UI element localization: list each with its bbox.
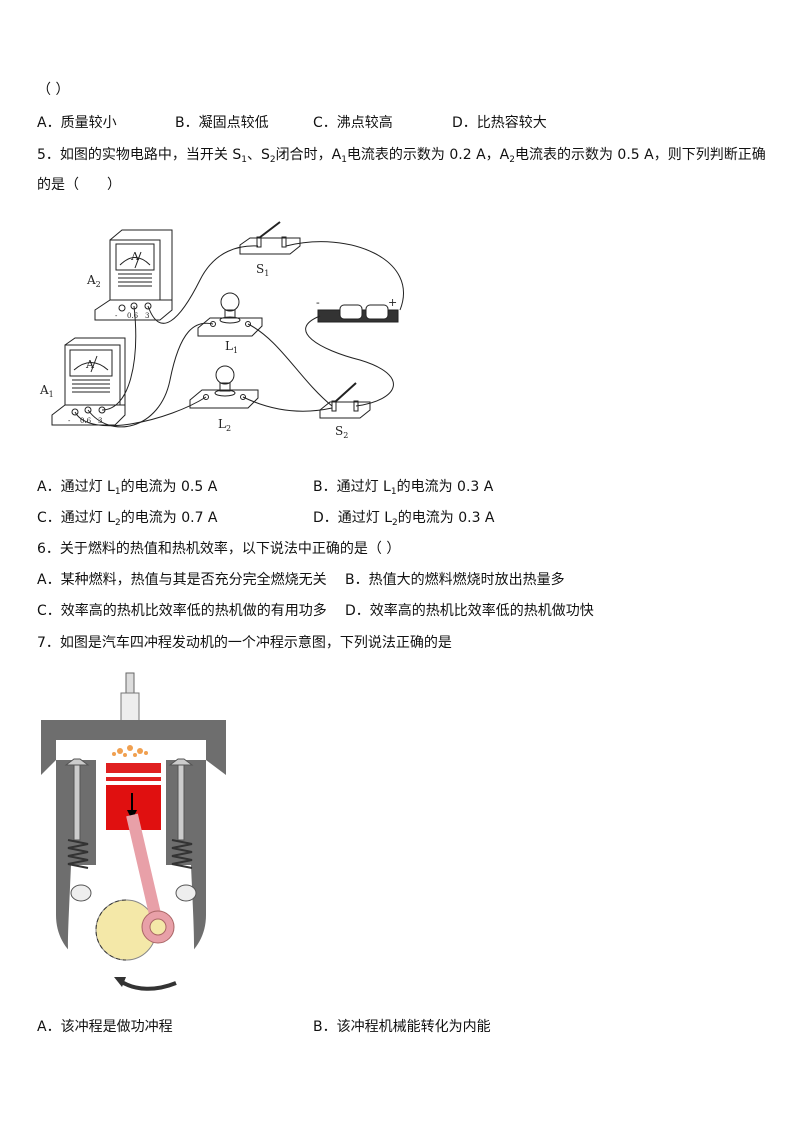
- ammeter-face-a2: A: [130, 250, 140, 263]
- q6-option-c: C．效率高的热机比效率低的热机做的有用功多: [37, 603, 327, 619]
- label-s1: S1: [256, 262, 269, 278]
- q5-stem-line1: 5．如图的实物电路中，当开关 S1、S2闭合时，A1电流表的示数为 0.2 A，…: [37, 147, 766, 165]
- q4-option-a: A．质量较小: [37, 115, 117, 131]
- engine-stroke-diagram: [41, 672, 226, 991]
- q4-option-d: D．比热容较大: [452, 115, 547, 131]
- ammeter-face-a1: A: [85, 358, 95, 371]
- ammeter-a2: [94, 229, 173, 321]
- label-l1: L1: [225, 339, 238, 355]
- battery-plus: +: [388, 296, 397, 309]
- circuit-diagram: A - 0.6 3 A2 A - 0.6 3 A1 S1 L1: [39, 221, 404, 440]
- q7-option-b: B．该冲程机械能转化为内能: [313, 1019, 491, 1035]
- q5-stem-line2: 的是（ ）: [37, 177, 121, 193]
- terminal-06-a2: 0.6: [127, 312, 139, 320]
- bulb-l2: [189, 365, 259, 409]
- label-a2: A2: [86, 273, 101, 289]
- wires: [74, 241, 404, 428]
- q7-option-a: A．该冲程是做功冲程: [37, 1019, 173, 1035]
- battery-minus: -: [316, 296, 320, 309]
- q6-option-a: A．某种燃料，热值与其是否充分完全燃烧无关: [37, 572, 327, 588]
- label-s2: S2: [335, 424, 348, 440]
- valves: [64, 758, 197, 902]
- terminal-minus-a1: -: [68, 417, 71, 425]
- switch-s2: [319, 382, 371, 419]
- q7-stem: 7．如图是汽车四冲程发动机的一个冲程示意图，下列说法正确的是: [37, 635, 452, 651]
- q5-option-b: B．通过灯 L1的电流为 0.3 A: [313, 479, 494, 497]
- terminal-minus-a2: -: [115, 312, 118, 320]
- q5-option-a: A．通过灯 L1的电流为 0.5 A: [37, 479, 218, 497]
- switch-s1: [239, 221, 301, 255]
- terminal-3-a2: 3: [145, 312, 149, 320]
- label-a1: A1: [39, 383, 54, 399]
- q4-option-c: C．沸点较高: [313, 115, 393, 131]
- combustion-spark: [112, 745, 148, 757]
- ammeter-a1: [51, 337, 126, 426]
- terminal-06-a1: 0.6: [80, 417, 92, 425]
- q5-option-d: D．通过灯 L2的电流为 0.3 A: [313, 510, 495, 528]
- battery: [317, 304, 399, 323]
- q5-option-c: C．通过灯 L2的电流为 0.7 A: [37, 510, 218, 528]
- crankshaft: [95, 813, 177, 991]
- piston: [106, 763, 161, 830]
- q4-option-b: B．凝固点较低: [175, 115, 269, 131]
- q6-option-b: B．热值大的燃料燃烧时放出热量多: [345, 572, 565, 588]
- q6-option-d: D．效率高的热机比效率低的热机做功快: [345, 603, 594, 619]
- label-l2: L2: [218, 417, 231, 433]
- bulb-l1: [197, 292, 263, 337]
- q6-stem: 6．关于燃料的热值和热机效率，以下说法中正确的是（ ）: [37, 541, 401, 557]
- q4-stem-tail: （ ）: [37, 82, 70, 98]
